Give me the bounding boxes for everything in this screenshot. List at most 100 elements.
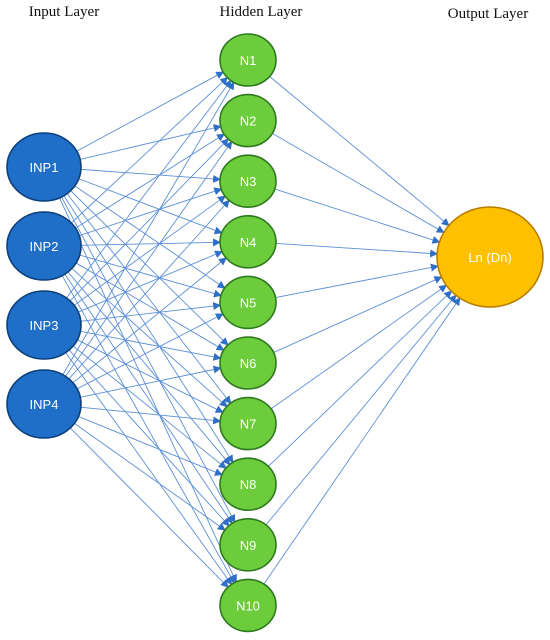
output-node-1: Ln (Dn) [436, 206, 544, 308]
edge-inp4-n4 [71, 257, 227, 385]
hidden-node-4-circle [219, 215, 277, 269]
edge-inp3-n7 [75, 338, 224, 413]
edge-inp3-n4 [76, 250, 223, 314]
edge-inp4-n5 [75, 313, 224, 391]
edge-inp4-n9 [72, 421, 226, 531]
edge-inp3-n2 [68, 138, 229, 303]
hidden-node-3: N3 [219, 154, 277, 208]
input-node-1-label: INP1 [30, 160, 59, 175]
hidden-node-4: N4 [219, 215, 277, 269]
edge-inp4-n3 [67, 199, 230, 381]
hidden-node-7: N7 [219, 396, 277, 451]
edge-inp2-n6 [74, 261, 225, 351]
input-node-4: INP4 [6, 369, 82, 439]
hidden-node-5-label: N5 [240, 295, 257, 310]
hidden-node-2: N2 [219, 93, 277, 148]
hidden-node-1: N1 [219, 33, 277, 87]
edge-inp2-n9 [63, 272, 233, 525]
input-node-2: INP2 [6, 211, 82, 281]
edge-n1-out1 [268, 75, 450, 227]
hidden-node-5-circle [219, 275, 277, 330]
edge-n9-out1 [264, 294, 457, 527]
edge-inp4-n2 [64, 140, 233, 379]
edge-n8-out1 [267, 290, 453, 468]
edge-inp2-n7 [70, 266, 228, 408]
input-node-4-label: INP4 [30, 397, 59, 412]
edge-inp3-n6 [78, 330, 222, 361]
hidden-node-5: N5 [219, 275, 277, 330]
edge-inp2-n10 [60, 273, 235, 584]
hidden-node-4-label: N4 [240, 235, 257, 250]
edge-inp3-n5 [78, 302, 222, 322]
hidden-node-3-label: N3 [240, 174, 257, 189]
edge-inp1-n4 [76, 177, 223, 235]
hidden-node-8-circle [219, 457, 277, 512]
edge-n2-out1 [270, 132, 445, 233]
input-node-4-circle [6, 369, 82, 439]
hidden-node-7-label: N7 [240, 417, 257, 432]
hidden-node-1-circle [219, 33, 277, 87]
edge-inp1-n3 [79, 168, 222, 183]
hidden-node-9-label: N9 [240, 538, 257, 553]
edge-n4-out1 [274, 242, 439, 258]
hidden-layer-title: Hidden Layer [220, 4, 303, 20]
hidden-node-10-label: N10 [236, 598, 260, 613]
hidden-node-6: N6 [219, 336, 277, 390]
edge-inp4-n6 [78, 365, 222, 399]
edge-inp2-n1 [69, 76, 229, 225]
edge-inp2-n4 [79, 238, 222, 247]
edge-inp3-n9 [67, 348, 230, 527]
input-node-3: INP3 [6, 290, 82, 360]
connections [58, 71, 461, 588]
hidden-node-6-label: N6 [240, 356, 257, 371]
edge-inp4-n1 [61, 81, 235, 377]
input-node-1-circle [6, 132, 82, 202]
output-node-1-label: Ln (Dn) [468, 250, 511, 265]
edge-inp4-n10 [68, 426, 229, 588]
edge-inp1-n9 [60, 195, 236, 523]
hidden-node-3-circle [219, 154, 277, 208]
edge-inp3-n1 [65, 79, 232, 300]
hidden-node-7-circle [219, 396, 277, 451]
edge-inp2-n5 [77, 254, 222, 298]
hidden-node-8-label: N8 [240, 477, 257, 492]
edge-n10-out1 [262, 297, 461, 586]
input-node-2-circle [6, 211, 82, 281]
edge-inp1-n1 [74, 71, 225, 153]
edge-inp2-n8 [66, 270, 231, 466]
input-node-2-label: INP2 [30, 239, 59, 254]
hidden-node-2-circle [219, 93, 277, 148]
hidden-node-9: N9 [219, 517, 277, 572]
edge-inp1-n2 [78, 124, 222, 161]
output-node-1-circle [436, 206, 544, 308]
edge-inp1-n7 [65, 192, 232, 405]
edge-inp2-n2 [73, 133, 225, 230]
edge-inp4-n8 [76, 415, 223, 476]
edge-n6-out1 [272, 276, 443, 354]
hidden-node-10: N10 [219, 578, 277, 633]
input-node-3-label: INP3 [30, 318, 59, 333]
hidden-node-6-circle [219, 336, 277, 390]
edge-inp4-n7 [78, 406, 222, 425]
edge-n7-out1 [269, 284, 448, 410]
edge-inp2-n3 [77, 187, 223, 237]
hidden-node-2-label: N2 [240, 114, 257, 129]
hidden-node-8: N8 [219, 457, 277, 512]
edge-inp1-n8 [62, 193, 234, 464]
hidden-node-1-label: N1 [240, 53, 257, 68]
edge-inp3-n3 [72, 195, 226, 307]
hidden-node-10-circle [219, 578, 277, 633]
input-node-1: INP1 [6, 132, 82, 202]
edge-inp3-n10 [64, 350, 233, 586]
edge-inp1-n5 [73, 184, 226, 289]
hidden-node-9-circle [219, 517, 277, 572]
edge-inp1-n10 [58, 196, 237, 583]
edge-inp3-n8 [71, 344, 227, 469]
edge-n3-out1 [273, 188, 441, 244]
input-node-3-circle [6, 290, 82, 360]
edge-n5-out1 [274, 263, 439, 299]
input-layer-title: Input Layer [29, 4, 99, 20]
